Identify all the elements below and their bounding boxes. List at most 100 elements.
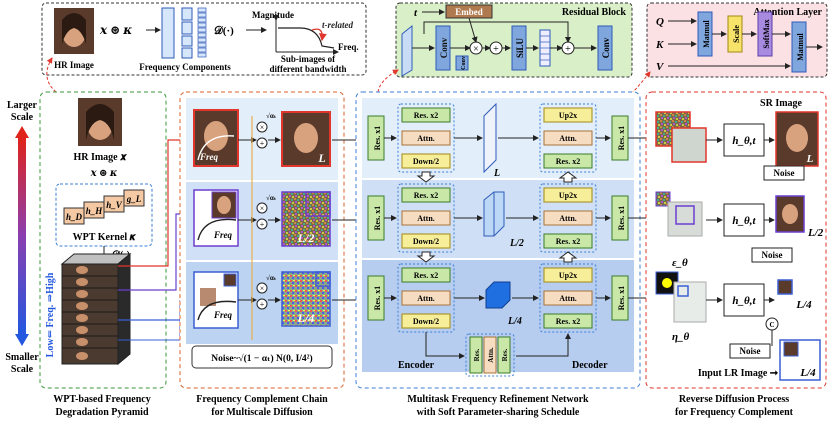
subimages-label-1: Sub-images of bbox=[281, 54, 336, 64]
dec-resx2-l2: Res. x2 bbox=[556, 237, 580, 246]
svg-text:×: × bbox=[260, 284, 265, 293]
res-conv3-label: Conv bbox=[601, 37, 611, 58]
panel4-caption-1: Reverse Diffusion Process bbox=[679, 394, 789, 405]
panel4-caption-2: for Frequency Complement bbox=[675, 407, 794, 418]
noise-box-1 bbox=[763, 165, 805, 181]
res-x1-dec-l: Res. x1 bbox=[617, 126, 626, 150]
enc-resx2-l: Res. x2 bbox=[414, 111, 438, 120]
dec-attn-l: Attn. bbox=[559, 134, 577, 143]
enc-resx2-l2: Res. x2 bbox=[414, 191, 438, 200]
input-lr-label: Input LR Image ➞ bbox=[698, 368, 779, 379]
frequency-components-icon bbox=[161, 7, 207, 59]
res-x1-enc-l: Res. x1 bbox=[373, 126, 382, 150]
panel1-caption-1: WPT-based Frequency bbox=[53, 394, 151, 405]
freq-label-l: Freq bbox=[199, 152, 219, 162]
cube-l-label: L bbox=[493, 168, 500, 179]
larger-scale-1: Larger bbox=[7, 100, 38, 111]
h-theta-box-l4 bbox=[723, 283, 765, 317]
panel-reverse-diffusion: SR Image h_θ,t L Noise h_θ,t L/2 Noise ε… bbox=[645, 91, 827, 418]
p4-scale-l: L bbox=[806, 153, 814, 165]
noise-label-2: Noise bbox=[762, 250, 783, 260]
enc-down-l2: Down/2 bbox=[413, 237, 439, 246]
h-theta-l2: h_θ,t bbox=[732, 215, 756, 227]
noise-box-2 bbox=[751, 247, 793, 263]
top-hr-image-label: HR Image bbox=[54, 60, 94, 70]
scale-l2-p2: L/2 bbox=[297, 231, 315, 245]
svg-text:+: + bbox=[565, 44, 571, 55]
decoder-label: Decoder bbox=[572, 360, 608, 371]
kernel-hv: h_V bbox=[106, 200, 123, 210]
dec-up-l: Up2x bbox=[559, 111, 577, 120]
scale-l-p2: L bbox=[317, 151, 325, 165]
svg-text:×: × bbox=[473, 44, 479, 55]
res-conv1-label: Conv bbox=[439, 37, 449, 58]
embed-label: Embed bbox=[455, 7, 483, 17]
top-hr-image bbox=[54, 8, 94, 54]
res-conv3-box bbox=[597, 25, 613, 71]
panel3-caption-2: with Soft Parameter-sharing Schedule bbox=[417, 407, 580, 418]
matmul2-label: Matmul bbox=[796, 32, 805, 60]
enc-resx2-l4: Res. x2 bbox=[414, 271, 438, 280]
res-x1-enc-l2: Res. x1 bbox=[373, 206, 382, 230]
enc-down-l4: Down/2 bbox=[413, 317, 439, 326]
eta-theta-label: η_θ bbox=[672, 331, 690, 343]
p4-scale-l4-input: L/4 bbox=[799, 367, 816, 379]
panel2-caption-2: for Multiscale Diffusion bbox=[211, 407, 313, 418]
attention-layer-title: Attention Layer bbox=[753, 7, 822, 18]
noise-formula-box bbox=[191, 345, 333, 369]
sqrt-alpha-1: √αₜ bbox=[266, 112, 277, 120]
svg-text:+: + bbox=[260, 300, 265, 309]
freq-label-l2: Freq bbox=[213, 230, 233, 240]
scale-l4-p2: L/4 bbox=[297, 311, 315, 325]
residual-t-label: t bbox=[414, 7, 418, 19]
svg-text:×: × bbox=[260, 123, 265, 132]
panel1-hr-image bbox=[78, 98, 122, 146]
svg-text:+: + bbox=[493, 44, 499, 55]
dec-attn-l4: Attn. bbox=[559, 294, 577, 303]
freq-label-l4: Freq bbox=[213, 310, 233, 320]
svg-text:×: × bbox=[260, 204, 265, 213]
row-l: Res. x1 Res. x2 Attn. Down/2 L Up2x Attn… bbox=[367, 102, 629, 179]
v-label: V bbox=[656, 61, 665, 73]
bottleneck-res-1: Res. bbox=[473, 348, 481, 361]
wpt-kernel-label: WPT Kernel 𝜿 bbox=[73, 232, 137, 243]
h-theta-box-l bbox=[723, 123, 765, 157]
panel-refinement-network: Res. x1 Res. x2 Attn. Down/2 L Up2x Attn… bbox=[355, 91, 641, 418]
bottleneck-res-2: Res. bbox=[501, 348, 509, 361]
softmax-label: SoftMax bbox=[762, 19, 771, 48]
cube-l4-label: L/4 bbox=[507, 316, 522, 327]
noise-label-3: Noise bbox=[740, 346, 761, 356]
silu-label: SiLU bbox=[515, 37, 525, 58]
bottleneck-attn: Attn. bbox=[487, 347, 495, 363]
svg-text:+: + bbox=[260, 220, 265, 229]
kernel-gl: g_L bbox=[126, 194, 142, 204]
encoder-label: Encoder bbox=[398, 360, 435, 371]
p4-scale-l2: L/2 bbox=[807, 227, 824, 239]
smaller-scale-2: Scale bbox=[11, 364, 34, 375]
noise-label-1: Noise bbox=[774, 168, 795, 178]
panel-complement-chain: Freq × + √αₜ L Freq × + √αₜ L/2 Freq × +… bbox=[179, 91, 345, 418]
noise-box-3 bbox=[729, 343, 771, 359]
t-related-label: t-related bbox=[322, 20, 353, 30]
scale-label: Scale bbox=[732, 25, 741, 43]
h-theta-l4: h_θ,t bbox=[732, 295, 756, 307]
residual-block-title: Residual Block bbox=[562, 7, 627, 18]
enc-attn-l2: Attn. bbox=[417, 214, 435, 223]
cube-l2-label: L/2 bbox=[509, 238, 524, 249]
matmul1-label: Matmul bbox=[702, 19, 711, 47]
res-x1-dec-l2: Res. x1 bbox=[617, 206, 626, 230]
panel-wpt-pyramid: HR Image 𝒙 𝒙 ⊛ 𝜿 h_D h_H h_V g_L WPT Ker… bbox=[39, 91, 167, 418]
eps-theta-label: ε_θ bbox=[672, 257, 688, 269]
noise-formula: Noise~√(1 − αₜ) N(0, I/4²) bbox=[211, 353, 312, 364]
h-theta-box-l2 bbox=[723, 203, 765, 237]
enc-down-l: Down/2 bbox=[413, 157, 439, 166]
enc-attn-l4: Attn. bbox=[417, 294, 435, 303]
dec-up-l2: Up2x bbox=[559, 191, 577, 200]
p4-scale-l4: L/4 bbox=[795, 299, 812, 311]
sqrt-alpha-2: √αₜ bbox=[266, 194, 277, 202]
svg-text:C: C bbox=[769, 321, 774, 329]
top-d-op: 𝒟(·) bbox=[214, 24, 234, 37]
smaller-scale-1: Smaller bbox=[5, 352, 39, 363]
